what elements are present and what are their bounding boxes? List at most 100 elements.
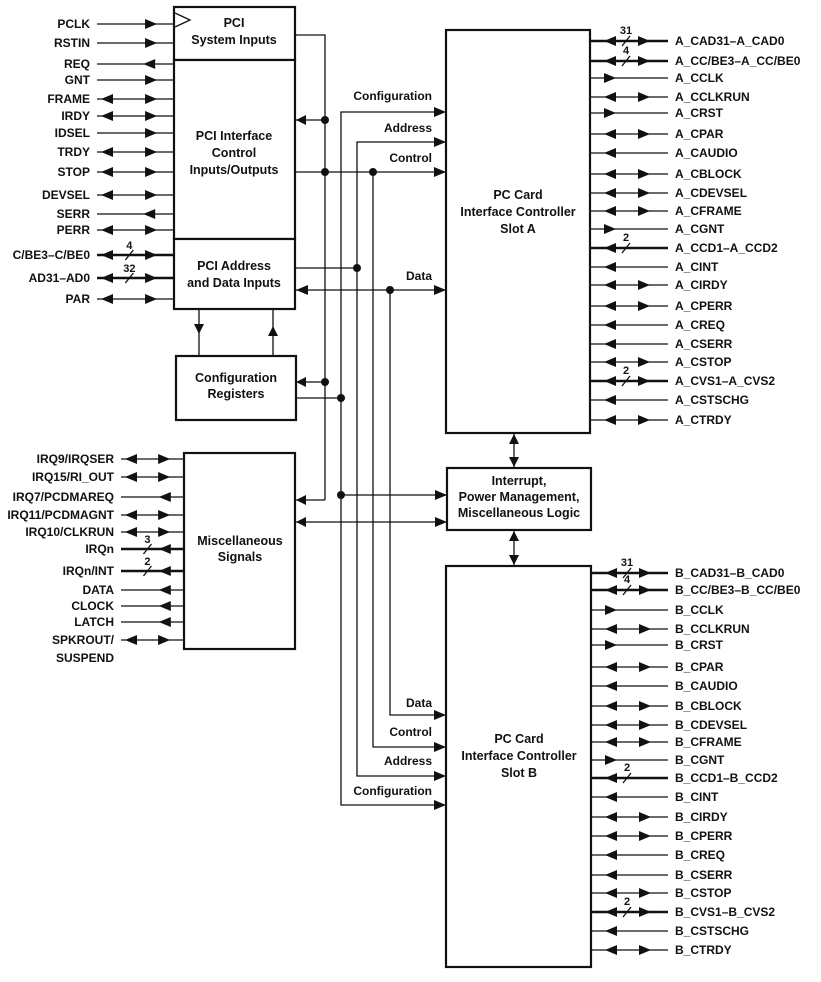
- signal-label: DATA: [82, 583, 114, 597]
- signal-pin-b-cserr: B_CSERR: [591, 868, 733, 882]
- signal-label: A_CSTSCHG: [675, 393, 749, 407]
- slot-b-block: PC Card Interface Controller Slot B: [444, 564, 593, 969]
- signal-pin-serr: SERR: [57, 207, 174, 221]
- signal-label: B_CAD31–B_CAD0: [675, 566, 785, 580]
- arrow-right-icon: [158, 454, 171, 464]
- signal-label: RSTIN: [54, 36, 90, 50]
- signal-label: B_CREQ: [675, 848, 725, 862]
- arrow-left-icon: [604, 376, 616, 386]
- signal-label: IRQn/INT: [63, 564, 115, 578]
- slot-b-title-3: Slot B: [501, 766, 537, 780]
- bus-label-configuration-a: Configuration: [353, 89, 432, 103]
- arrow-left-icon: [605, 720, 617, 730]
- pci-system-inputs-title-2: System Inputs: [191, 33, 276, 47]
- signal-pin-b-cad31-b-cad0: 31B_CAD31–B_CAD0: [591, 557, 785, 580]
- arrow-left-icon: [605, 662, 617, 672]
- arrow-left-icon: [604, 148, 616, 158]
- signal-pin-b-cvs1-b-cvs2: 2B_CVS1–B_CVS2: [591, 896, 775, 919]
- arrow-left-icon: [604, 36, 616, 46]
- signal-label: IRQ9/IRQSER: [37, 452, 115, 466]
- bus-label-data-a: Data: [406, 269, 432, 283]
- slot-b-signal-pins: 31B_CAD31–B_CAD04B_CC/BE3–B_CC/BE0B_CCLK…: [591, 557, 801, 957]
- arrow-left-icon: [605, 870, 617, 880]
- interrupt-logic-title-2: Power Management,: [459, 490, 580, 504]
- misc-signals-block: Miscellaneous Signals: [182, 451, 297, 651]
- arrow-right-icon: [145, 75, 158, 85]
- pci-interface-block: PCI Interface Control Inputs/Outputs: [172, 58, 297, 241]
- signal-label: B_CINT: [675, 790, 719, 804]
- arrow-left-icon: [605, 792, 617, 802]
- slot-b-title-2: Interface Controller: [461, 749, 576, 763]
- arrow-right-icon: [145, 94, 158, 104]
- arrow-right-icon: [639, 831, 651, 841]
- arrow-right-icon: [604, 224, 616, 234]
- signal-pin-a-cstschg: A_CSTSCHG: [590, 393, 749, 407]
- arrow-left-icon: [604, 301, 616, 311]
- signal-label: A_CCD1–A_CCD2: [675, 241, 778, 255]
- signal-label: B_CCLKRUN: [675, 622, 750, 636]
- signal-pin-b-cstop: B_CSTOP: [591, 886, 731, 900]
- arrow-right-icon: [145, 250, 158, 260]
- signal-pin-par: PAR: [66, 292, 174, 306]
- arrow-left-icon: [604, 415, 616, 425]
- signal-label: A_CSERR: [675, 337, 733, 351]
- signal-pin-b-cstschg: B_CSTSCHG: [591, 924, 749, 938]
- arrow-right-icon: [638, 129, 650, 139]
- arrow-left-icon: [143, 209, 156, 219]
- pci-system-inputs-title-1: PCI: [224, 16, 245, 30]
- arrow-right-icon: [638, 36, 650, 46]
- signal-label: B_CPERR: [675, 829, 733, 843]
- arrow-right-icon: [639, 701, 651, 711]
- interrupt-logic-title-1: Interrupt,: [492, 474, 547, 488]
- arrow-left-icon: [604, 339, 616, 349]
- bus-width-label: 2: [144, 556, 150, 568]
- bus-slash: [124, 272, 134, 284]
- signal-label: A_CTRDY: [675, 413, 732, 427]
- signal-label: B_CRST: [675, 638, 724, 652]
- signal-label: B_CC/BE3–B_CC/BE0: [675, 583, 801, 597]
- signal-label: STOP: [58, 165, 90, 179]
- arrow-right-icon: [638, 206, 650, 216]
- signal-label: LATCH: [74, 615, 114, 629]
- arrow-right-icon: [604, 73, 616, 83]
- signal-pin-a-cclkrun: A_CCLKRUN: [590, 90, 750, 104]
- arrow-right-icon: [639, 624, 651, 634]
- signal-pin-a-cframe: A_CFRAME: [590, 204, 742, 218]
- arrow-left-icon: [101, 167, 113, 177]
- signal-pin-irq7-pcdmareq: IRQ7/PCDMAREQ: [13, 490, 184, 504]
- signal-pin-pclk: PCLK: [57, 17, 174, 31]
- signal-pin-frame: FRAME: [47, 92, 174, 106]
- signal-label: A_CSTOP: [675, 355, 731, 369]
- signal-label: A_CPERR: [675, 299, 733, 313]
- signal-pin-b-cpar: B_CPAR: [591, 660, 724, 674]
- signal-label: B_CDEVSEL: [675, 718, 747, 732]
- arrow-right-icon: [145, 225, 158, 235]
- signal-pin-rstin: RSTIN: [54, 36, 174, 50]
- signal-label: A_CINT: [675, 260, 719, 274]
- arrow-right-icon: [638, 92, 650, 102]
- arrow-right-icon: [145, 38, 158, 48]
- arrow-left-icon: [604, 92, 616, 102]
- signal-label: FRAME: [47, 92, 90, 106]
- arrow-left-icon: [101, 250, 113, 260]
- signal-label: A_CC/BE3–A_CC/BE0: [675, 54, 801, 68]
- arrow-left-icon: [605, 624, 617, 634]
- signal-pin-a-cirdy: A_CIRDY: [590, 278, 728, 292]
- signal-pin-b-cgnt: B_CGNT: [591, 753, 725, 767]
- arrow-right-icon: [639, 568, 651, 578]
- arrow-left-icon: [604, 357, 616, 367]
- signal-pin-req: REQ: [64, 57, 174, 71]
- signal-label: A_CDEVSEL: [675, 186, 747, 200]
- signal-pin-idsel: IDSEL: [55, 126, 174, 140]
- arrow-right-icon: [145, 167, 158, 177]
- signal-label: IRDY: [61, 109, 90, 123]
- bus-label-address-b: Address: [384, 754, 432, 768]
- arrow-left-icon: [101, 273, 113, 283]
- signal-label: B_CPAR: [675, 660, 724, 674]
- signal-label: SUSPEND: [56, 651, 114, 665]
- bus-slash: [622, 584, 632, 596]
- bus-width-label: 4: [623, 45, 630, 57]
- arrow-left-icon: [605, 945, 617, 955]
- signal-pin-latch: LATCH: [74, 615, 184, 629]
